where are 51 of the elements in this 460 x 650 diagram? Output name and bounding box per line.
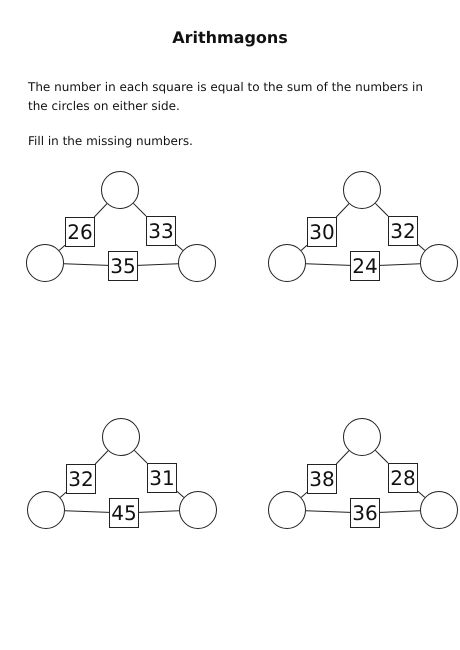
connecting-line [60,492,66,498]
connecting-line [336,450,350,464]
connecting-line [132,202,146,216]
answer-circle [343,171,381,209]
connecting-line [418,490,426,498]
answer-circle [343,418,381,456]
connecting-line [374,450,388,464]
sum-square: 45 [109,498,139,528]
connecting-line [176,490,184,498]
sum-square: 30 [307,217,337,247]
connecting-line [300,492,308,498]
sum-square: 32 [388,216,418,246]
sum-square: 31 [147,463,177,493]
answer-circle [420,491,458,529]
answer-circle [420,244,458,282]
sum-square: 35 [108,251,138,281]
connecting-line [58,244,66,251]
connecting-line [418,244,426,251]
connecting-line [138,263,179,266]
connecting-line [176,244,184,251]
answer-circle [179,491,217,529]
answer-circle [268,244,306,282]
answer-circle [102,418,140,456]
connecting-line [300,244,308,251]
worksheet-title: Arithmagons [171,28,289,47]
connecting-line [374,202,388,216]
sum-square: 26 [65,217,95,247]
answer-circle [101,171,139,209]
connecting-line [380,263,421,266]
sum-square: 36 [350,498,380,528]
connecting-line [64,510,110,513]
connecting-line [336,203,350,218]
connecting-line [380,510,421,513]
sum-square: 28 [388,463,418,493]
answer-circle [268,491,306,529]
sum-square: 32 [66,464,96,494]
connecting-line [134,450,148,464]
answer-circle [27,491,65,529]
connecting-line [63,263,108,266]
answer-circle [26,244,64,282]
sum-square: 24 [350,251,380,281]
connecting-line [138,510,180,513]
connecting-line [94,450,108,464]
answer-circle [178,244,216,282]
connecting-line [305,510,350,513]
connecting-line [305,263,350,266]
sum-square: 33 [146,216,176,246]
connecting-line [94,203,108,218]
instruction-text: The number in each square is equal to the sum of the numbers in the circles on either side. [28,79,424,115]
instruction-text: Fill in the missing numbers. [28,133,194,150]
sum-square: 38 [307,464,337,494]
